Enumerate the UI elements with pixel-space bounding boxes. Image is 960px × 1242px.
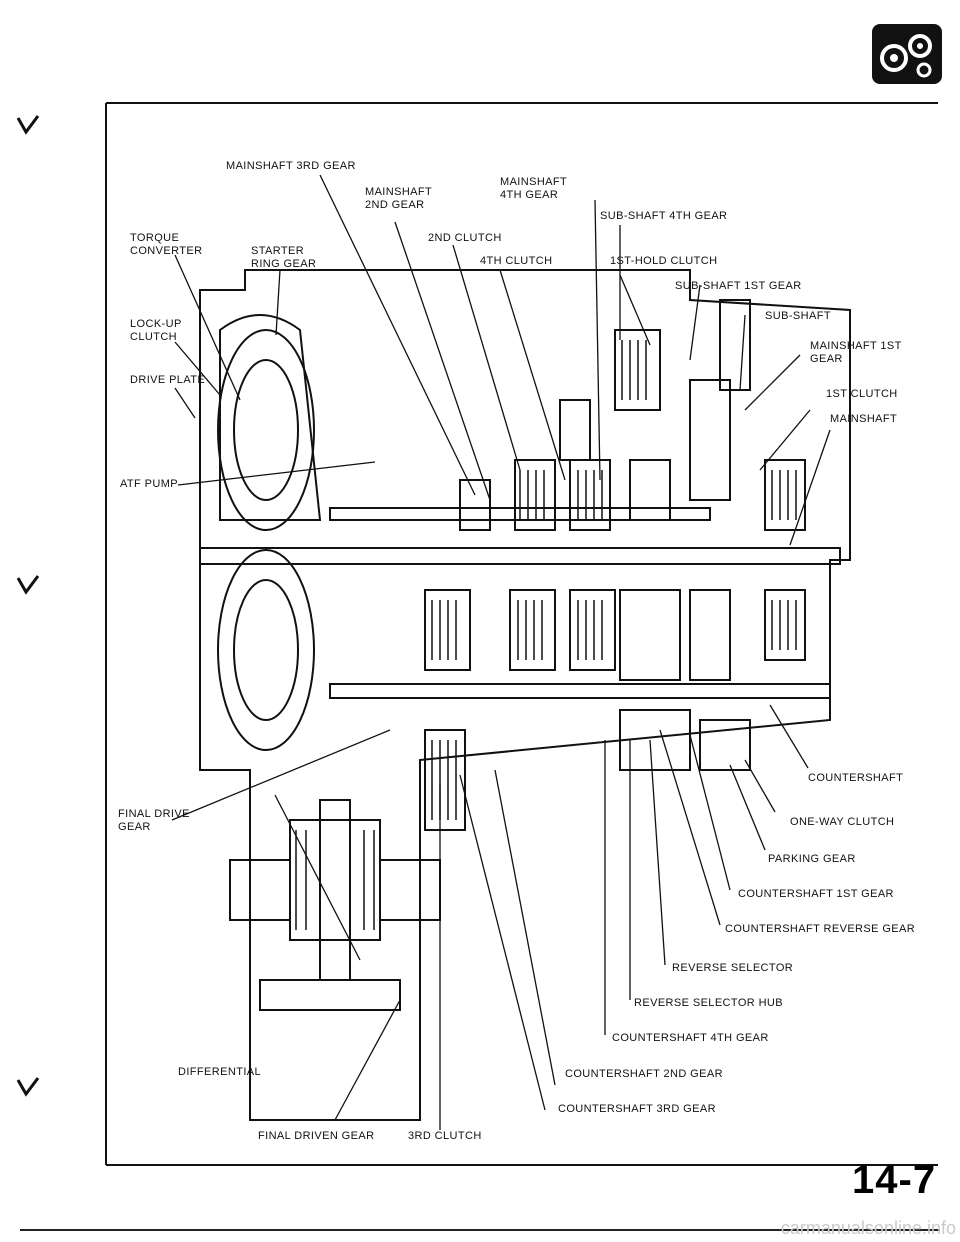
label-mainshaft-3rd-gear: MAINSHAFT 3RD GEAR	[226, 160, 356, 172]
label-one-way-clutch: ONE-WAY CLUTCH	[790, 816, 895, 828]
label-mainshaft-4th-gear-line2: 4TH GEAR	[500, 189, 559, 201]
label-3rd-clutch: 3RD CLUTCH	[408, 1130, 482, 1142]
label-countershaft-2nd-gear: COUNTERSHAFT 2ND GEAR	[565, 1068, 723, 1080]
label-sub-shaft-1st-gear: SUB-SHAFT 1ST GEAR	[675, 280, 802, 292]
label-differential: DIFFERENTIAL	[178, 1066, 262, 1078]
label-1st-clutch: 1ST CLUTCH	[826, 388, 898, 400]
label-mainshaft-2nd-gear-line2: 2ND GEAR	[365, 199, 425, 211]
label-mainshaft-2nd-gear-line1: MAINSHAFT	[365, 186, 433, 198]
label-reverse-selector-hub: REVERSE SELECTOR HUB	[634, 997, 784, 1009]
label-sub-shaft-4th-gear: SUB-SHAFT 4TH GEAR	[600, 210, 728, 222]
label-final-drive-gear-line1: FINAL DRIVE	[118, 808, 190, 820]
label-starter-ring-gear-line1: STARTER	[251, 245, 305, 257]
label-mainshaft-4th-gear-line1: MAINSHAFT	[500, 176, 568, 188]
label-starter-ring-gear-line2: RING GEAR	[251, 258, 317, 270]
label-sub-shaft: SUB-SHAFT	[765, 310, 831, 322]
label-4th-clutch: 4TH CLUTCH	[480, 255, 553, 267]
label-final-driven-gear: FINAL DRIVEN GEAR	[258, 1130, 375, 1142]
page-number: 14-7	[852, 1158, 937, 1202]
label-lock-up-clutch-line2: CLUTCH	[130, 331, 178, 343]
label-countershaft-4th-gear: COUNTERSHAFT 4TH GEAR	[612, 1032, 769, 1044]
label-parking-gear: PARKING GEAR	[768, 853, 856, 865]
label-countershaft: COUNTERSHAFT	[808, 772, 904, 784]
watermark: carmanualsonline.info	[780, 1218, 956, 1238]
transmission-gears-icon	[872, 24, 942, 84]
label-1st-hold-clutch: 1ST-HOLD CLUTCH	[610, 255, 718, 267]
label-atf-pump: ATF PUMP	[120, 478, 178, 490]
label-countershaft-3rd-gear: COUNTERSHAFT 3RD GEAR	[558, 1103, 716, 1115]
label-reverse-selector: REVERSE SELECTOR	[672, 962, 794, 974]
label-torque-converter-line2: CONVERTER	[130, 245, 203, 257]
label-2nd-clutch: 2ND CLUTCH	[428, 232, 502, 244]
label-mainshaft-1st-gear-line2: GEAR	[810, 353, 843, 365]
label-drive-plate: DRIVE PLATE	[130, 374, 206, 386]
label-lock-up-clutch-line1: LOCK-UP	[130, 318, 182, 330]
label-countershaft-reverse-gear: COUNTERSHAFT REVERSE GEAR	[725, 923, 916, 935]
label-mainshaft: MAINSHAFT	[830, 413, 898, 425]
label-countershaft-1st-gear: COUNTERSHAFT 1ST GEAR	[738, 888, 894, 900]
label-torque-converter-line1: TORQUE	[130, 232, 180, 244]
label-mainshaft-1st-gear-line1: MAINSHAFT 1ST	[810, 340, 902, 352]
label-final-drive-gear-line2: GEAR	[118, 821, 151, 833]
